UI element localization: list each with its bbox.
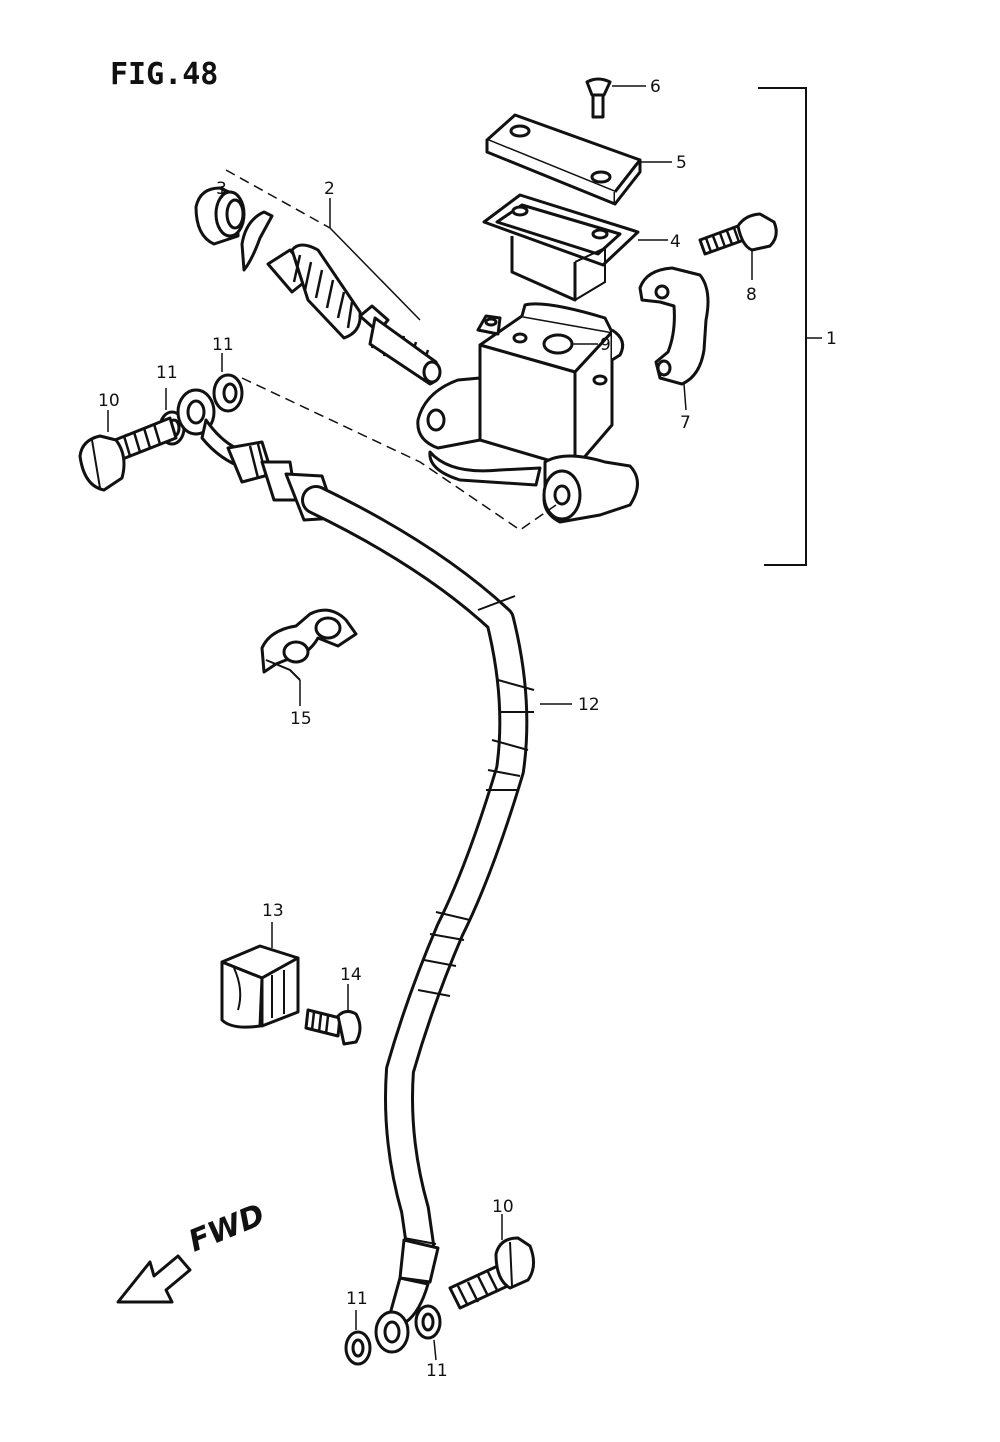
part-8-clamp-bolt	[698, 212, 778, 280]
callout-8: 8	[746, 285, 757, 305]
callout-9: 9	[600, 335, 611, 355]
part-11-washer-lower-left	[344, 1310, 372, 1366]
callout-1: 1	[826, 329, 837, 349]
part-11-washer-lower-right	[414, 1304, 442, 1361]
callout-5: 5	[676, 153, 687, 173]
callout-15: 15	[290, 709, 312, 729]
fwd-label: FWD	[184, 1198, 270, 1260]
part-12-brake-hose	[176, 388, 572, 1260]
callout-14: 14	[340, 965, 362, 985]
part-10-banjo-bolt-upper	[78, 410, 178, 492]
part-1-master-cylinder-body	[416, 302, 639, 524]
part-10-banjo-bolt-lower	[448, 1214, 535, 1310]
part-2-piston-set	[225, 169, 442, 386]
callout-2: 2	[324, 179, 335, 199]
part-13-hose-guide	[220, 922, 300, 1029]
callout-13: 13	[262, 901, 284, 921]
forward-arrow-icon	[116, 1254, 192, 1304]
part-7-clamp	[638, 266, 710, 411]
part-14-screw	[304, 984, 362, 1046]
callout-11-lower-right: 11	[426, 1361, 448, 1381]
banjo-fitting-lower	[374, 1238, 440, 1354]
callout-3: 3	[216, 179, 227, 199]
assembly-bracket	[758, 87, 822, 566]
part-5-reservoir-cap	[485, 113, 672, 206]
forward-direction-indicator: FWD	[116, 1198, 270, 1304]
callout-11-upper-right: 11	[212, 335, 234, 355]
figure-title: FIG.48	[110, 57, 218, 92]
part-4-diaphragm	[482, 193, 668, 302]
part-15-hose-clamp	[260, 608, 358, 706]
part-3-boot	[194, 186, 246, 246]
callout-7: 7	[680, 413, 691, 433]
part-11-washer-upper-right	[212, 353, 244, 413]
callout-10-lower: 10	[492, 1197, 514, 1217]
callout-12: 12	[578, 695, 600, 715]
callout-10-upper: 10	[98, 391, 120, 411]
callout-6: 6	[650, 77, 661, 97]
callout-11-lower-left: 11	[346, 1289, 368, 1309]
callout-4: 4	[670, 232, 681, 252]
part-6-cap-screw	[585, 77, 646, 119]
callout-11-upper-left: 11	[156, 363, 178, 383]
